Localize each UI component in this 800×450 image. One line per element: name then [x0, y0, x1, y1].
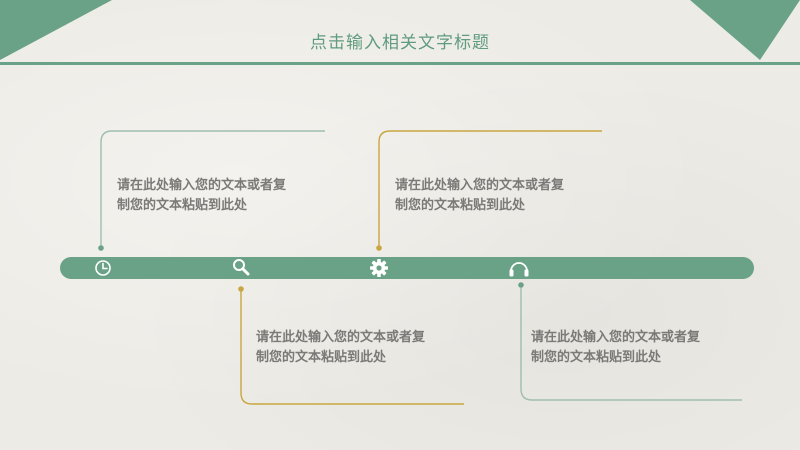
header-line: [0, 62, 800, 65]
top-right-triangle: [690, 0, 800, 60]
text-block-4: 请在此处输入您的文本或者复 制您的文本粘贴到此处: [531, 328, 761, 368]
text-block-2: 请在此处输入您的文本或者复 制您的文本粘贴到此处: [395, 176, 625, 216]
text-block-1-line-2: 制您的文本粘贴到此处: [117, 198, 248, 213]
text-block-2-line-1: 请在此处输入您的文本或者复: [395, 178, 565, 193]
connector-2: [378, 130, 602, 246]
connector-2-dot: [376, 245, 382, 251]
connector-4: [520, 288, 742, 401]
text-block-3: 请在此处输入您的文本或者复 制您的文本粘贴到此处: [256, 328, 486, 368]
clock-icon: [95, 260, 111, 276]
timeline-bar: [60, 257, 754, 279]
headphones-icon: [509, 262, 529, 277]
text-block-2-line-2: 制您的文本粘贴到此处: [395, 198, 526, 213]
text-block-4-line-1: 请在此处输入您的文本或者复: [531, 330, 701, 345]
connector-1: [100, 130, 325, 246]
text-block-1: 请在此处输入您的文本或者复 制您的文本粘贴到此处: [117, 176, 347, 216]
connector-4-dot: [518, 282, 524, 288]
text-block-1-line-1: 请在此处输入您的文本或者复: [117, 178, 287, 193]
connector-3-dot: [238, 286, 244, 292]
top-left-triangle: [0, 0, 112, 60]
search-icon: [233, 259, 250, 276]
gear-icon: [370, 259, 388, 277]
text-block-3-line-1: 请在此处输入您的文本或者复: [256, 330, 426, 345]
slide-title: 点击输入相关文字标题: [310, 33, 490, 53]
connector-1-dot: [98, 245, 104, 251]
connector-3: [240, 291, 464, 405]
text-block-3-line-2: 制您的文本粘贴到此处: [256, 350, 387, 365]
text-block-4-line-2: 制您的文本粘贴到此处: [531, 350, 662, 365]
